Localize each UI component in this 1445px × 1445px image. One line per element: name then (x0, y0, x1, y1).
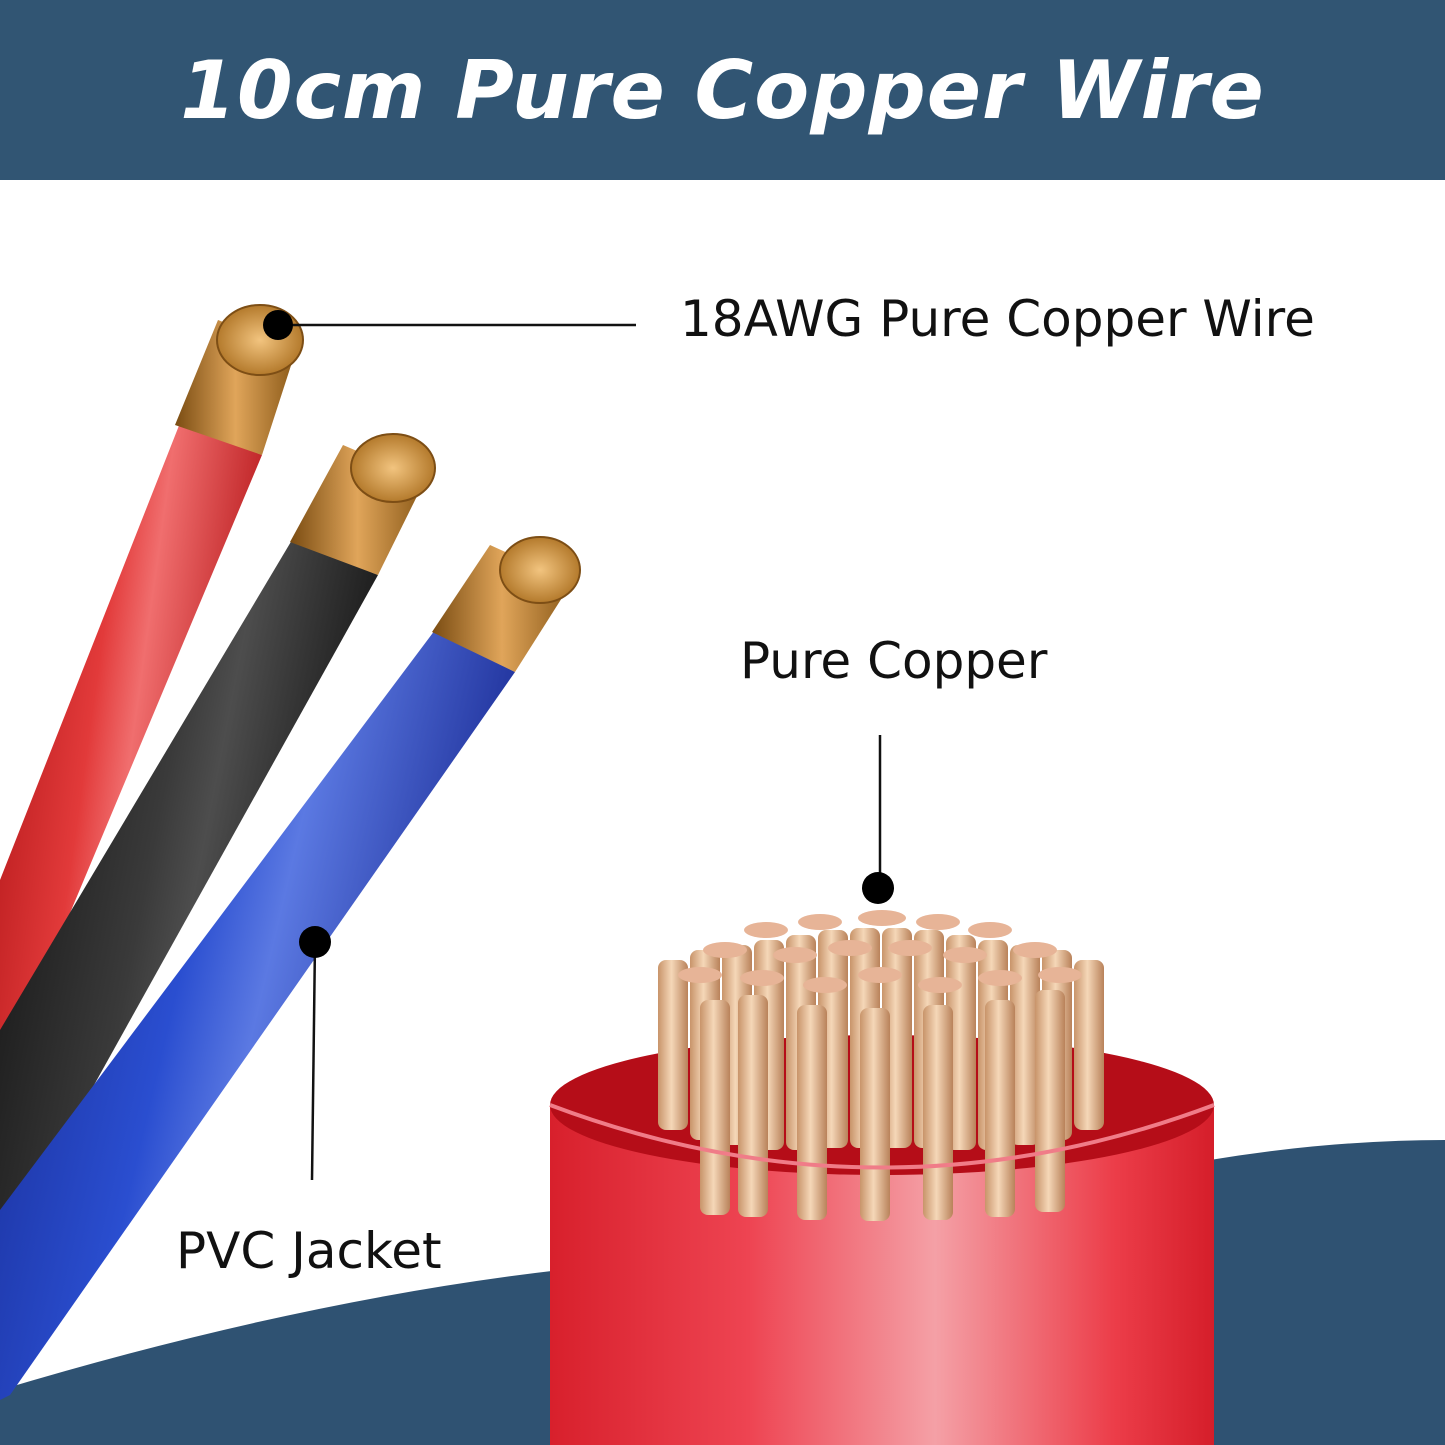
page-title: 10cm Pure Copper Wire (180, 43, 1265, 137)
callout-jacket (299, 926, 331, 1181)
callout-dot-icon (263, 310, 293, 340)
label-pvc-jacket: PVC Jacket (176, 1222, 442, 1280)
banner: 10cm Pure Copper Wire (0, 0, 1445, 180)
blue-wire (0, 536, 581, 1400)
callout-strand (263, 310, 636, 340)
background-swoosh-right (1210, 1140, 1445, 1445)
copper-core-illustration (549, 910, 1215, 1445)
label-18awg: 18AWG Pure Copper Wire (680, 290, 1315, 348)
label-pure-copper: Pure Copper (740, 632, 1048, 690)
callout-dot-icon (862, 872, 894, 904)
callout-copper (862, 735, 894, 904)
black-wire (0, 433, 436, 1220)
background-swoosh-left (0, 1270, 560, 1445)
callout-dot-icon (299, 926, 331, 958)
